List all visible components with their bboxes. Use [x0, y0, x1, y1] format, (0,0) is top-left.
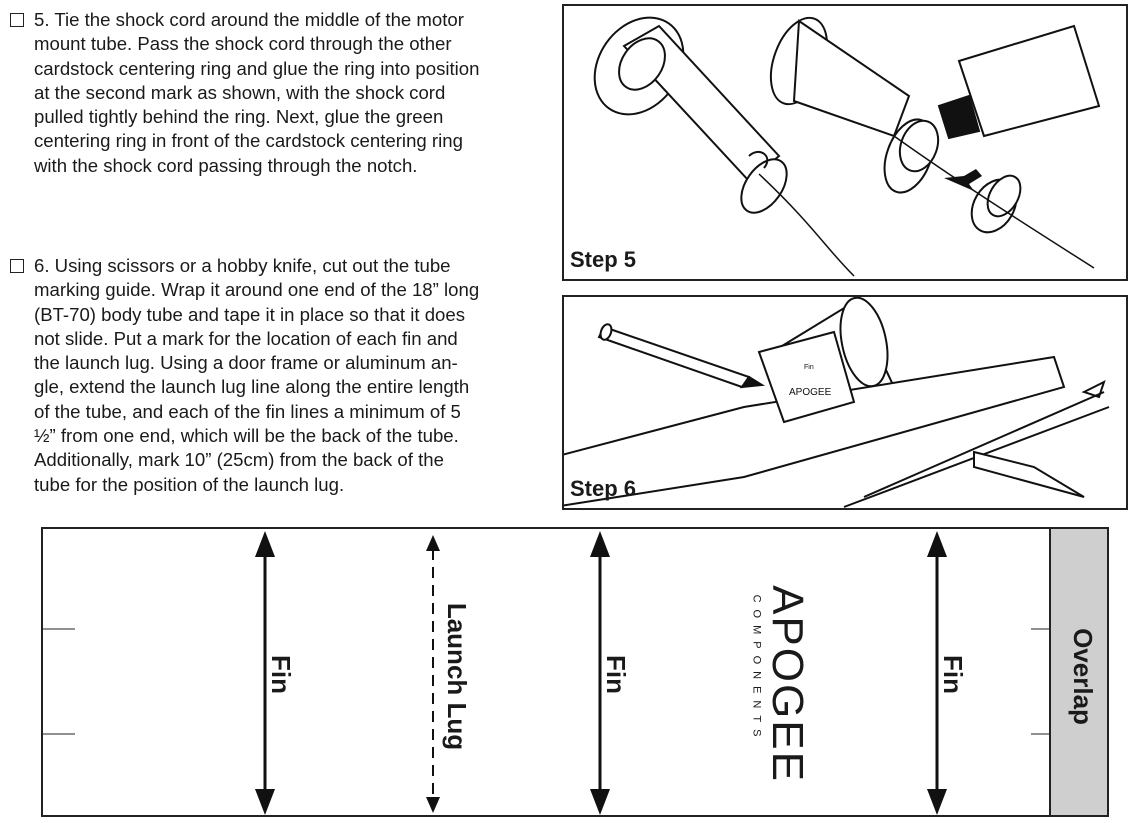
- text-line: not slide. Put a mark for the location o…: [34, 327, 458, 349]
- step-5-checkbox[interactable]: [10, 13, 24, 27]
- text-line: pulled tightly behind the ring. Next, gl…: [34, 106, 444, 128]
- text-line: 6. Using scissors or a hobby knife, cut …: [34, 255, 451, 276]
- step-5-illustration: Step 5: [562, 4, 1128, 281]
- fin-line-1: [255, 531, 275, 815]
- fin-label-2: Fin: [601, 655, 631, 694]
- step-6-instructions: 6. Using scissors or a hobby knife, cut …: [10, 254, 529, 497]
- text-line: 5. Tie the shock cord around the middle …: [34, 9, 464, 30]
- text-line: tube for the position of the launch lug.: [34, 473, 345, 495]
- fin-label-1: Fin: [266, 655, 296, 694]
- step-5-paragraph: 5. Tie the shock cord around the middle …: [34, 8, 529, 178]
- step-5-instructions: 5. Tie the shock cord around the middle …: [10, 8, 529, 178]
- step6-guide-logo: APOGEE: [789, 387, 832, 398]
- step-6-label: Step 6: [570, 476, 637, 501]
- step-6-checkbox[interactable]: [10, 259, 24, 273]
- text-line: of the tube, and each of the fin lines a…: [34, 400, 461, 422]
- text-line: the launch lug. Using a door frame or al…: [34, 352, 458, 374]
- marking-guide-drawing: Fin APOGEE: [564, 297, 1110, 508]
- motor-mount-drawing: [593, 16, 1101, 277]
- text-line: ½” from one end, which will be the back …: [34, 425, 459, 447]
- fin-line-3: [927, 531, 947, 815]
- text-line: mount tube. Pass the shock cord through …: [34, 33, 452, 55]
- launch-lug-line: [426, 535, 440, 813]
- text-line: with the shock cord passing through the …: [34, 154, 418, 176]
- step6-guide-fin-text: Fin: [804, 364, 814, 371]
- guide-lines: [43, 531, 1051, 815]
- text-line: (BT-70) body tube and tape it in place s…: [34, 303, 466, 325]
- step-6-paragraph: 6. Using scissors or a hobby knife, cut …: [34, 254, 529, 497]
- fin-label-3: Fin: [938, 655, 968, 694]
- overlap-label: Overlap: [1067, 628, 1098, 725]
- text-line: gle, extend the launch lug line along th…: [34, 376, 470, 398]
- apogee-logo-main: APOGEE: [762, 585, 812, 783]
- step-5-label: Step 5: [570, 247, 637, 272]
- text-line: cardstock centering ring and glue the ri…: [34, 57, 480, 79]
- fin-line-2: [590, 531, 610, 815]
- text-line: marking guide. Wrap it around one end of…: [34, 279, 480, 301]
- text-line: Additionally, mark 10” (25cm) from the b…: [34, 449, 444, 471]
- text-line: centering ring in front of the cardstock…: [34, 130, 463, 152]
- launch-lug-label: Launch Lug: [442, 602, 473, 751]
- tube-marking-guide[interactable]: Fin Launch Lug Fin Fin Overlap APOGEE CO…: [41, 527, 1109, 817]
- apogee-logo: APOGEE COMPONENTS: [733, 585, 812, 783]
- step-6-illustration: Fin APOGEE Step 6: [562, 295, 1128, 510]
- text-line: at the second mark as shown, with the sh…: [34, 81, 446, 103]
- apogee-logo-sub: COMPONENTS: [750, 594, 763, 744]
- overlap-strip: [1049, 529, 1107, 815]
